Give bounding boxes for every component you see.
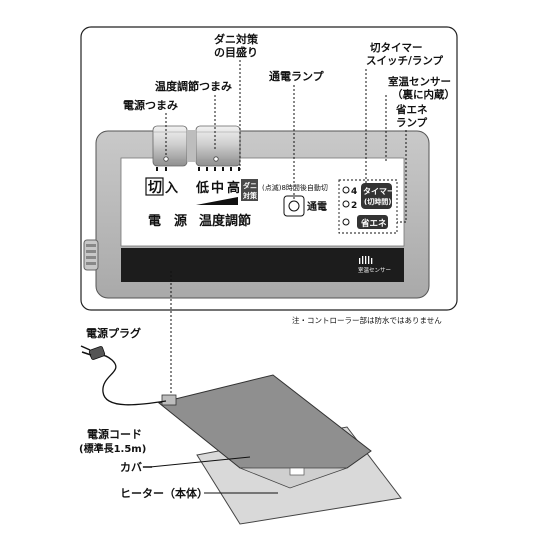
- controller-black-strip: [121, 248, 404, 282]
- cover-tab: [289, 467, 305, 476]
- callout-power-plug: 電源プラグ: [86, 326, 141, 340]
- svg-text:ダニ: ダニ: [243, 181, 257, 190]
- auto-off-note: (点滅)8時間後自動切: [262, 183, 328, 192]
- callout-power-lamp: 通電ランプ: [269, 69, 325, 83]
- dani-mode-box: [241, 179, 258, 201]
- power-indicator-dot: [163, 156, 169, 162]
- power-section-label: 電 源: [148, 213, 187, 229]
- callout-sensor-line2: （裏に内蔵）: [392, 88, 455, 101]
- temp-high-label: 高: [227, 180, 240, 196]
- callout-cord-line1: 電源コード: [87, 427, 142, 441]
- callout-eco-line2: ランプ: [396, 116, 428, 129]
- power-lamp-icon: [288, 200, 300, 212]
- heater-cover: [157, 374, 372, 471]
- svg-text:対策: 対策: [242, 191, 258, 200]
- callout-temp-knob: 温度調節つまみ: [155, 79, 232, 93]
- power-cord: [89, 353, 167, 406]
- timer-button[interactable]: [361, 183, 392, 209]
- eco-lamp: [342, 218, 350, 226]
- callout-cord-line2: (標準長1.5m): [79, 442, 146, 455]
- cord-connector: [161, 394, 177, 406]
- power-knob[interactable]: [152, 125, 188, 167]
- temp-low-label: 低: [195, 180, 209, 196]
- waterproof-note: 注・コントローラー部は防水ではありません: [292, 315, 442, 325]
- svg-text:4: 4: [351, 187, 357, 197]
- power-plug-icon: [80, 345, 106, 360]
- svg-text:2: 2: [351, 201, 357, 211]
- timer-4-lamp: [342, 186, 350, 194]
- controller-face: [120, 157, 405, 247]
- temperature-section-label: 温度調節: [199, 213, 251, 229]
- power-on-label: 入: [165, 181, 178, 196]
- temp-mid-label: 中: [211, 180, 224, 196]
- callout-timer-line2: スイッチ/ランプ: [366, 54, 444, 67]
- svg-text:省エネ: 省エネ: [360, 218, 387, 229]
- callout-cover: カバー: [120, 461, 153, 474]
- callout-eco-line1: 省エネ: [395, 103, 428, 116]
- callout-dani-line1: ダニ対策: [214, 32, 259, 46]
- svg-text:(切時間): (切時間): [364, 197, 391, 206]
- temperature-ticks: [198, 167, 240, 171]
- temperature-indicator-dot: [213, 156, 219, 162]
- timer-2-lamp: [342, 200, 350, 208]
- callout-dani-line2: の目盛り: [214, 45, 258, 59]
- callout-sensor-line1: 室温センサー: [388, 75, 451, 88]
- power-lamp-label: 通電: [307, 201, 327, 213]
- callout-timer-line1: 切タイマー: [370, 42, 423, 54]
- power-off-label: 切: [148, 180, 162, 196]
- power-ticks: [156, 167, 167, 171]
- svg-text:タイマー: タイマー: [363, 186, 395, 196]
- room-sensor-icon: [359, 256, 373, 264]
- temperature-wedge: [196, 197, 238, 205]
- callout-power-knob: 電源つまみ: [123, 98, 178, 112]
- timer-eco-dashed-box: [338, 179, 398, 234]
- eco-button[interactable]: [357, 215, 388, 229]
- room-sensor-label: 室温センサー: [358, 266, 391, 274]
- callout-heater: ヒーター（本体）: [120, 486, 208, 500]
